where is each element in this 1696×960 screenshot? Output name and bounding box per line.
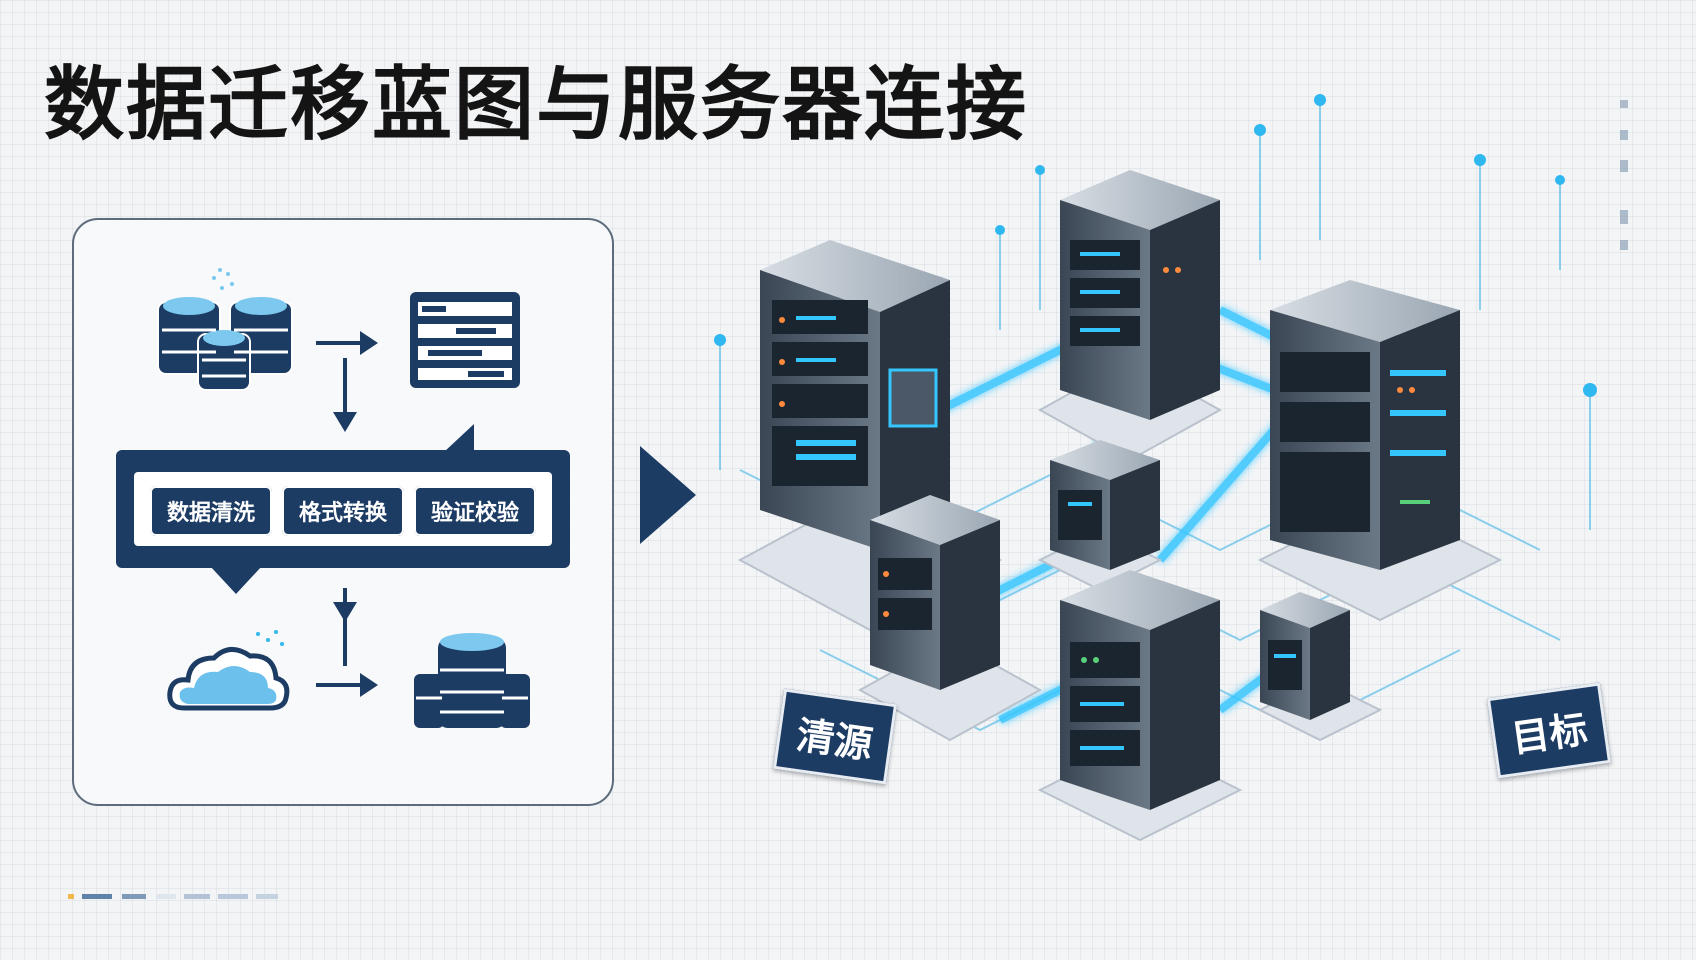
- server-rack-icon-b: [1060, 170, 1220, 420]
- database-cluster-icon: [157, 268, 293, 391]
- big-arrow-icon: [640, 446, 696, 544]
- target-label: 目标: [1486, 682, 1612, 779]
- server-rack-icon-e: [870, 495, 1000, 690]
- step-format-conversion: 格式转换: [282, 486, 404, 536]
- transform-pipeline: 数据清洗 格式转换 验证校验: [116, 424, 570, 594]
- server-rack-icon: [760, 240, 950, 550]
- server-rack-icon-d: [1050, 440, 1160, 570]
- source-label: 清源: [772, 688, 898, 785]
- server-rack-icon-g: [1260, 592, 1350, 720]
- page-title: 数据迁移蓝图与服务器连接: [44, 58, 1028, 151]
- arrow-down-icon-2: [333, 588, 357, 666]
- server-rack-icon-f: [1060, 570, 1220, 810]
- arrow-right-icon: [316, 331, 378, 355]
- bubble-corner: [444, 424, 474, 452]
- bubble-tail: [210, 566, 262, 594]
- step-validation: 验证校验: [414, 486, 536, 536]
- cloud-icon: [167, 630, 290, 711]
- database-stack-icon: [414, 633, 530, 728]
- arrow-right-icon-2: [316, 673, 378, 697]
- server-rack-icon-c: [1270, 280, 1460, 570]
- server-network-illustration: [714, 94, 1628, 842]
- server-panel-icon: [410, 292, 520, 388]
- step-data-cleaning: 数据清洗: [150, 486, 272, 536]
- decorative-dashes: [68, 894, 278, 899]
- arrow-down-icon: [333, 358, 357, 432]
